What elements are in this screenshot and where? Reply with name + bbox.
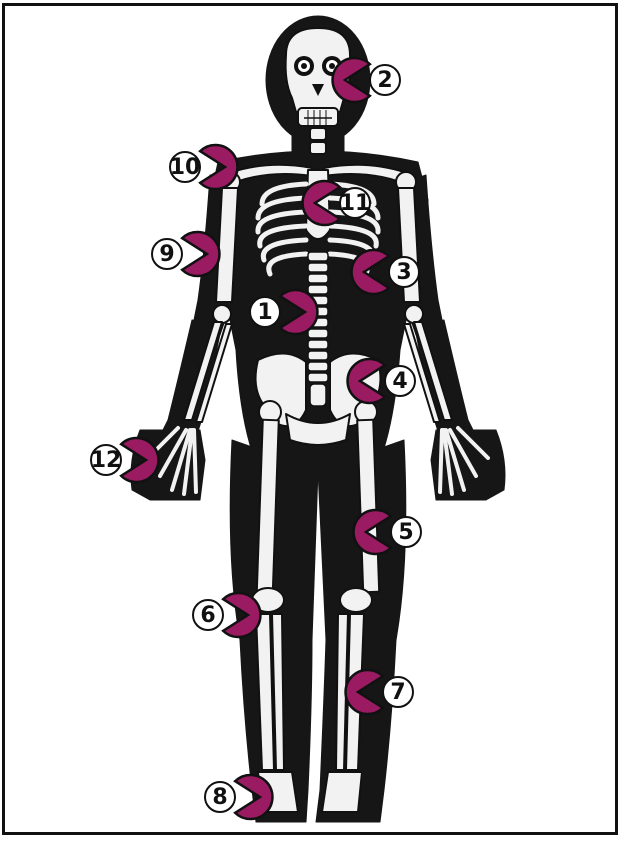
marker-label: 11 [340, 191, 371, 216]
marker-10: 10 [170, 145, 238, 189]
marker-label: 10 [170, 155, 201, 180]
marker-label: 9 [159, 242, 174, 267]
marker-9: 9 [152, 232, 219, 276]
marker-label: 4 [392, 369, 407, 394]
marker-label: 8 [212, 785, 227, 810]
marker-pin-shape [182, 232, 219, 276]
marker-12: 12 [91, 438, 159, 482]
marker-label: 2 [377, 68, 392, 93]
marker-label: 7 [390, 680, 405, 705]
marker-6: 6 [193, 593, 260, 637]
marker-label: 3 [396, 260, 411, 285]
marker-label: 12 [91, 448, 122, 473]
marker-label: 5 [398, 520, 413, 545]
marker-8: 8 [205, 775, 272, 819]
marker-label: 1 [257, 300, 272, 325]
marker-label: 6 [200, 603, 215, 628]
